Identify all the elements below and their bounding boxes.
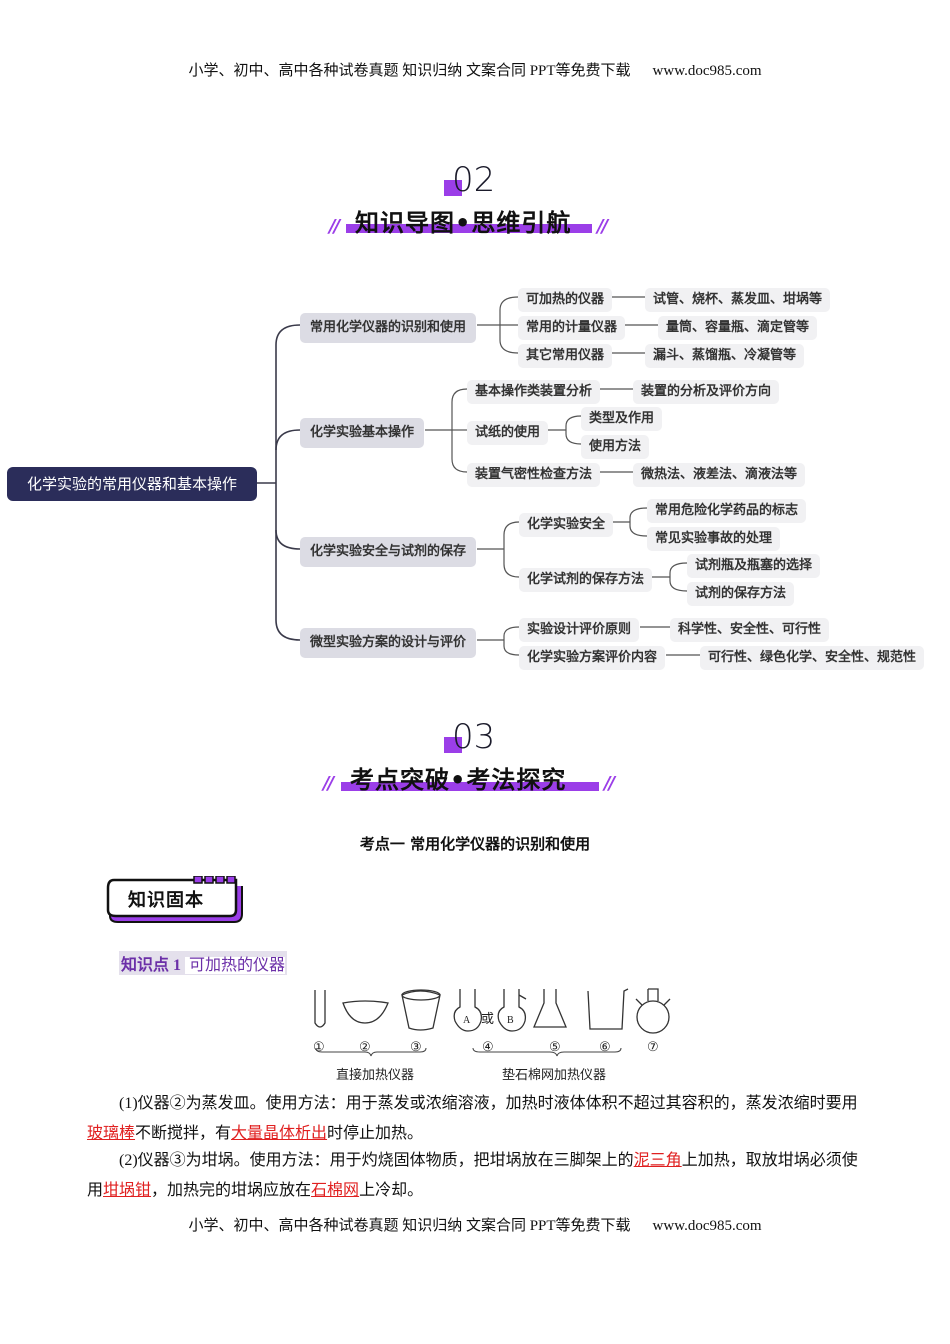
exam-point-title: 考点一 常用化学仪器的识别和使用	[359, 835, 591, 853]
decor-slash-left: //	[323, 773, 334, 794]
mindmap-leaf[interactable]: 试剂的保存方法	[687, 582, 795, 606]
label-num-5: ⑤	[549, 1039, 561, 1054]
label-num-3: ③	[410, 1039, 422, 1054]
three-neck-flask-icon	[636, 1000, 670, 1034]
knowledge-point-heading: 知识点 1 可加热的仪器	[119, 951, 288, 975]
section-number: 02	[452, 160, 496, 200]
mindmap-node[interactable]: 实验设计评价原则	[519, 618, 640, 642]
crucible-icon	[401, 990, 441, 1031]
header-text: 小学、初中、高中各种试卷真题 知识归纳 文案合同 PPT等免费下载	[188, 63, 631, 79]
title-underline-bar	[341, 782, 599, 791]
decor-slash-right: //	[604, 773, 615, 794]
evaporating-dish-icon	[342, 1000, 389, 1024]
decor-slash-left: //	[329, 216, 340, 237]
mindmap-branch-basic-operations[interactable]: 化学实验基本操作	[300, 418, 425, 448]
page-footer: 小学、初中、高中各种试卷真题 知识归纳 文案合同 PPT等免费下载 www.doc…	[0, 1214, 950, 1235]
paragraph-1: (1)仪器②为蒸发皿。使用方法：用于蒸发或浓缩溶液，加热时液体体积不超过其容积的…	[87, 1089, 867, 1149]
label-num-1: ①	[313, 1039, 325, 1054]
svg-text:A: A	[463, 1015, 471, 1026]
badge-label: 知识固本	[128, 890, 204, 911]
text: 时停止加热。	[327, 1125, 424, 1142]
mindmap-node[interactable]: 化学实验方案评价内容	[519, 646, 666, 670]
caption-gauze-heating: 垫石棉网加热仪器	[502, 1067, 607, 1082]
mindmap-node[interactable]: 常用的计量仪器	[518, 316, 626, 340]
section-number-accent	[444, 180, 462, 196]
mindmap-leaf[interactable]: 装置的分析及评价方向	[633, 380, 780, 404]
answer-blank: 坩埚钳	[103, 1182, 152, 1199]
knowledge-badge: 知识固本	[106, 876, 243, 923]
text: 上冷却。	[359, 1182, 424, 1199]
mindmap-leaf[interactable]: 类型及作用	[581, 407, 663, 431]
mindmap-node[interactable]: 基本操作类装置分析	[467, 380, 601, 404]
answer-blank: 玻璃棒	[87, 1125, 136, 1142]
text: (2)仪器③为坩埚。使用方法：用于灼烧固体物质，把坩埚放在三脚架上的	[119, 1152, 634, 1169]
decor-slash-right: //	[597, 216, 608, 237]
label-or: 或	[481, 1011, 495, 1026]
mindmap-root[interactable]: 化学实验的常用仪器和基本操作	[7, 467, 258, 501]
answer-blank: 泥三角	[633, 1152, 682, 1169]
caption-direct-heating: 直接加热仪器	[336, 1067, 415, 1082]
mindmap-connectors	[251, 296, 700, 656]
round-flask-a-icon	[453, 989, 483, 1032]
test-tube-icon	[314, 990, 326, 1028]
mindmap-branch-micro-experiment[interactable]: 微型实验方案的设计与评价	[300, 628, 477, 658]
text: (1)仪器②为蒸发皿。使用方法：用于蒸发或浓缩溶液，加热时液体体积不超过其容积的…	[119, 1095, 858, 1112]
mindmap-node[interactable]: 试纸的使用	[467, 421, 549, 445]
answer-blank: 石棉网	[311, 1182, 360, 1199]
section-title: 知识导图•思维引航	[355, 209, 572, 237]
knowledge-point-title: 可加热的仪器	[185, 957, 286, 974]
paragraph-2: (2)仪器③为坩埚。使用方法：用于灼烧固体物质，把坩埚放在三脚架上的泥三角上加热…	[87, 1146, 867, 1206]
mindmap-leaf[interactable]: 微热法、液差法、滴液法等	[633, 463, 806, 487]
mindmap-node[interactable]: 化学实验安全	[519, 513, 614, 537]
mindmap-node[interactable]: 其它常用仪器	[518, 344, 613, 368]
mindmap-leaf[interactable]: 漏斗、蒸馏瓶、冷凝管等	[645, 344, 805, 368]
mindmap-leaf[interactable]: 试剂瓶及瓶塞的选择	[687, 554, 821, 578]
conical-flask-icon	[533, 989, 567, 1028]
badge-frame-icon	[106, 876, 243, 923]
mindmap-leaf[interactable]: 试管、烧杯、蒸发皿、坩埚等	[645, 288, 831, 312]
section-number-accent	[444, 737, 462, 753]
text: 不断搅拌，有	[135, 1125, 232, 1142]
mindmap-node[interactable]: 化学试剂的保存方法	[519, 568, 653, 592]
label-num-2: ②	[359, 1039, 371, 1054]
apparatus-drawings: A B	[314, 988, 671, 1057]
header-url[interactable]: www.doc985.com	[652, 63, 762, 79]
title-underline-bar	[346, 224, 592, 233]
answer-blank: 大量晶体析出	[231, 1125, 328, 1142]
mindmap-node[interactable]: 可加热的仪器	[518, 288, 613, 312]
mindmap-leaf[interactable]: 常用危险化学药品的标志	[647, 499, 807, 523]
section-number: 03	[452, 717, 496, 757]
footer-url[interactable]: www.doc985.com	[652, 1218, 762, 1234]
label-num-6: ⑥	[599, 1039, 611, 1054]
mindmap-leaf[interactable]: 使用方法	[581, 435, 650, 459]
brace-direct	[315, 1047, 427, 1057]
page-header: 小学、初中、高中各种试卷真题 知识归纳 文案合同 PPT等免费下载 www.doc…	[0, 59, 950, 80]
mindmap-leaf[interactable]: 科学性、安全性、可行性	[670, 618, 830, 642]
mindmap-branch-safety-storage[interactable]: 化学实验安全与试剂的保存	[300, 537, 477, 567]
label-num-7: ⑦	[647, 1039, 659, 1054]
mindmap-leaf[interactable]: 常见实验事故的处理	[647, 527, 781, 551]
label-num-4: ④	[482, 1039, 494, 1054]
text: ，加热完的坩埚应放在	[151, 1182, 312, 1199]
knowledge-point-prefix: 知识点 1	[121, 957, 182, 974]
footer-text: 小学、初中、高中各种试卷真题 知识归纳 文案合同 PPT等免费下载	[188, 1218, 631, 1234]
apparatus-figure: A B 或 ① ② ③ ④ ⑤ ⑥ ⑦ 直接加热仪器 垫石棉网加热仪器	[300, 985, 680, 1089]
brace-gauze	[472, 1047, 622, 1057]
section-title: 考点突破•考法探究	[350, 766, 567, 794]
mindmap-branch-instruments[interactable]: 常用化学仪器的识别和使用	[300, 313, 477, 343]
mindmap-node[interactable]: 装置气密性检查方法	[467, 463, 601, 487]
beaker-icon	[587, 988, 629, 1030]
mindmap-leaf[interactable]: 可行性、绿色化学、安全性、规范性	[700, 646, 925, 670]
svg-text:B: B	[507, 1015, 514, 1026]
distilling-flask-b-icon	[497, 989, 527, 1032]
text: 上加热，取放坩埚必须使用	[87, 1152, 858, 1199]
mindmap-leaf[interactable]: 量筒、容量瓶、滴定管等	[658, 316, 818, 340]
